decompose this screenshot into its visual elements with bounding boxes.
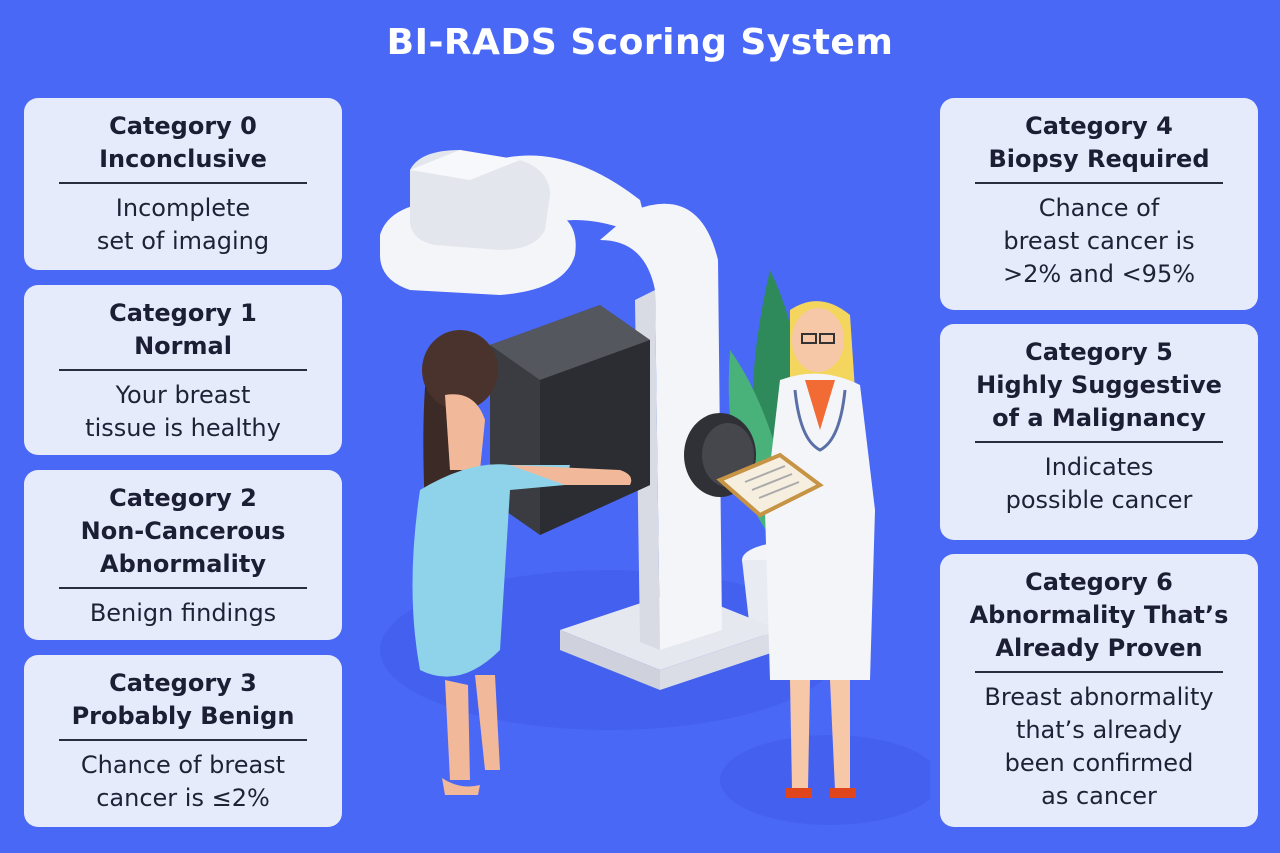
mammography-illustration (380, 150, 930, 825)
category-6-divider (975, 671, 1223, 673)
category-4-description-line-3: >2% and <95% (1002, 260, 1196, 288)
category-4-number: Category 4 (1025, 112, 1173, 140)
category-3-number: Category 3 (109, 669, 257, 697)
category-6-number: Category 6 (1025, 568, 1173, 596)
category-4-card: Category 4 Biopsy Required Chance of bre… (940, 98, 1258, 310)
category-6-name-line-2: Already Proven (995, 634, 1203, 662)
category-6-name-line-1: Abnormality That’s (969, 601, 1229, 629)
category-0-card: Category 0 Inconclusive Incomplete set o… (24, 98, 342, 270)
category-1-description-line-1: Your breast (115, 381, 251, 409)
category-1-card: Category 1 Normal Your breast tissue is … (24, 285, 342, 455)
category-4-description-line-2: breast cancer is (1003, 227, 1195, 255)
category-5-divider (975, 441, 1223, 443)
category-2-name-line-2: Abnormality (100, 550, 266, 578)
category-6-description-line-1: Breast abnormality (984, 683, 1214, 711)
category-2-card: Category 2 Non-Cancerous Abnormality Ben… (24, 470, 342, 640)
category-3-divider (59, 739, 307, 741)
category-3-card: Category 3 Probably Benign Chance of bre… (24, 655, 342, 827)
category-3-description-line-1: Chance of breast (80, 751, 286, 779)
category-5-number: Category 5 (1025, 338, 1173, 366)
category-0-description-line-1: Incomplete (115, 194, 251, 222)
category-6-card: Category 6 Abnormality That’s Already Pr… (940, 554, 1258, 827)
category-5-name-line-1: Highly Suggestive (976, 371, 1222, 399)
category-4-name: Biopsy Required (988, 145, 1210, 173)
category-1-divider (59, 369, 307, 371)
category-2-name-line-1: Non-Cancerous (80, 517, 286, 545)
category-5-description-line-1: Indicates (1044, 453, 1154, 481)
clipboard-icon (716, 452, 824, 518)
category-6-description-line-3: been confirmed (1004, 749, 1194, 777)
category-0-name: Inconclusive (99, 145, 267, 173)
patient-figure-icon (412, 330, 632, 795)
category-0-description-line-2: set of imaging (96, 227, 270, 255)
category-1-name: Normal (134, 332, 232, 360)
category-6-description-line-4: as cancer (1041, 782, 1157, 810)
category-6-description-line-2: that’s already (1015, 716, 1183, 744)
category-0-number: Category 0 (109, 112, 257, 140)
category-1-description-line-2: tissue is healthy (85, 414, 281, 442)
category-3-name: Probably Benign (71, 702, 295, 730)
mammography-machine-icon (380, 150, 780, 690)
category-0-divider (59, 182, 307, 184)
category-4-divider (975, 182, 1223, 184)
category-3-description-line-2: cancer is ≤2% (96, 784, 270, 812)
category-2-number: Category 2 (109, 484, 257, 512)
page-title: BI-RADS Scoring System (386, 22, 894, 63)
category-5-card: Category 5 Highly Suggestive of a Malign… (940, 324, 1258, 540)
category-5-description-line-2: possible cancer (1005, 486, 1193, 514)
category-5-name-line-2: of a Malignancy (992, 404, 1206, 432)
category-4-description-line-1: Chance of (1038, 194, 1160, 222)
category-1-number: Category 1 (109, 299, 257, 327)
category-2-description-line-1: Benign findings (89, 599, 277, 627)
doctor-figure-icon (765, 301, 875, 798)
category-2-divider (59, 587, 307, 589)
